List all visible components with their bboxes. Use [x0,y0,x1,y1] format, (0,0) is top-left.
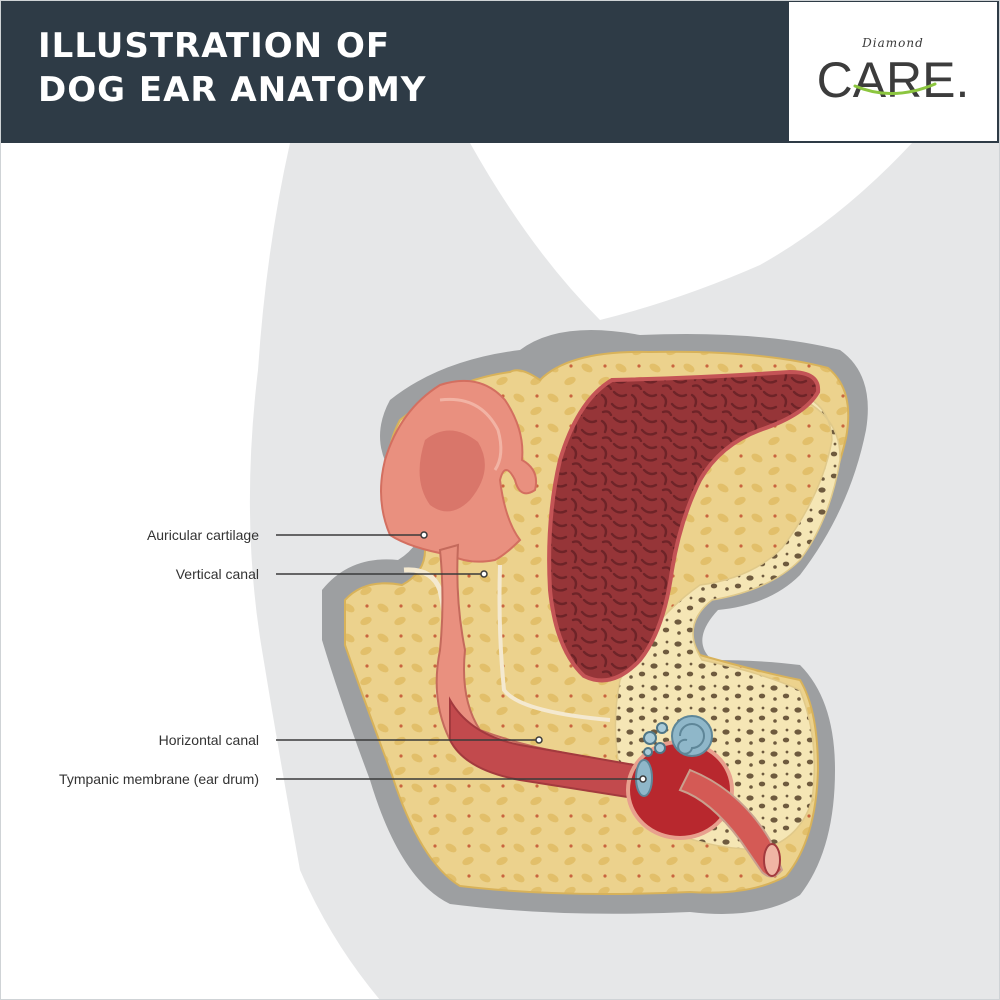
label-horizontal-canal: Horizontal canal [158,732,259,748]
logo-wordmark: CARE. [816,52,970,108]
title-line-1: ILLUSTRATION OF [38,26,391,66]
page-title: ILLUSTRATION OF DOG EAR ANATOMY [38,24,426,112]
logo-script-text: Diamond [862,36,924,50]
canal-lining-inner [497,564,611,722]
logo-swoosh-icon [853,82,937,95]
cartilage-fold-2 [439,397,503,471]
label-vertical-canal: Vertical canal [175,566,259,582]
label-auricular-cartilage: Auricular cartilage [146,527,259,543]
title-line-2: DOG EAR ANATOMY [38,70,427,110]
cartilage-fold [419,430,485,512]
muscle-mass [547,369,821,683]
ossicles [643,722,668,757]
leader-lines [276,534,643,780]
tube-opening [763,843,781,877]
leader-dots [420,531,647,783]
header-bar: ILLUSTRATION OF DOG EAR ANATOMY Diamond … [0,0,1000,143]
cochlea-icon [671,715,713,757]
label-tympanic-membrane: Tympanic membrane (ear drum) [59,771,259,787]
ear-anatomy-illustration [249,143,1000,1000]
brand-logo: Diamond CARE. [789,2,997,141]
